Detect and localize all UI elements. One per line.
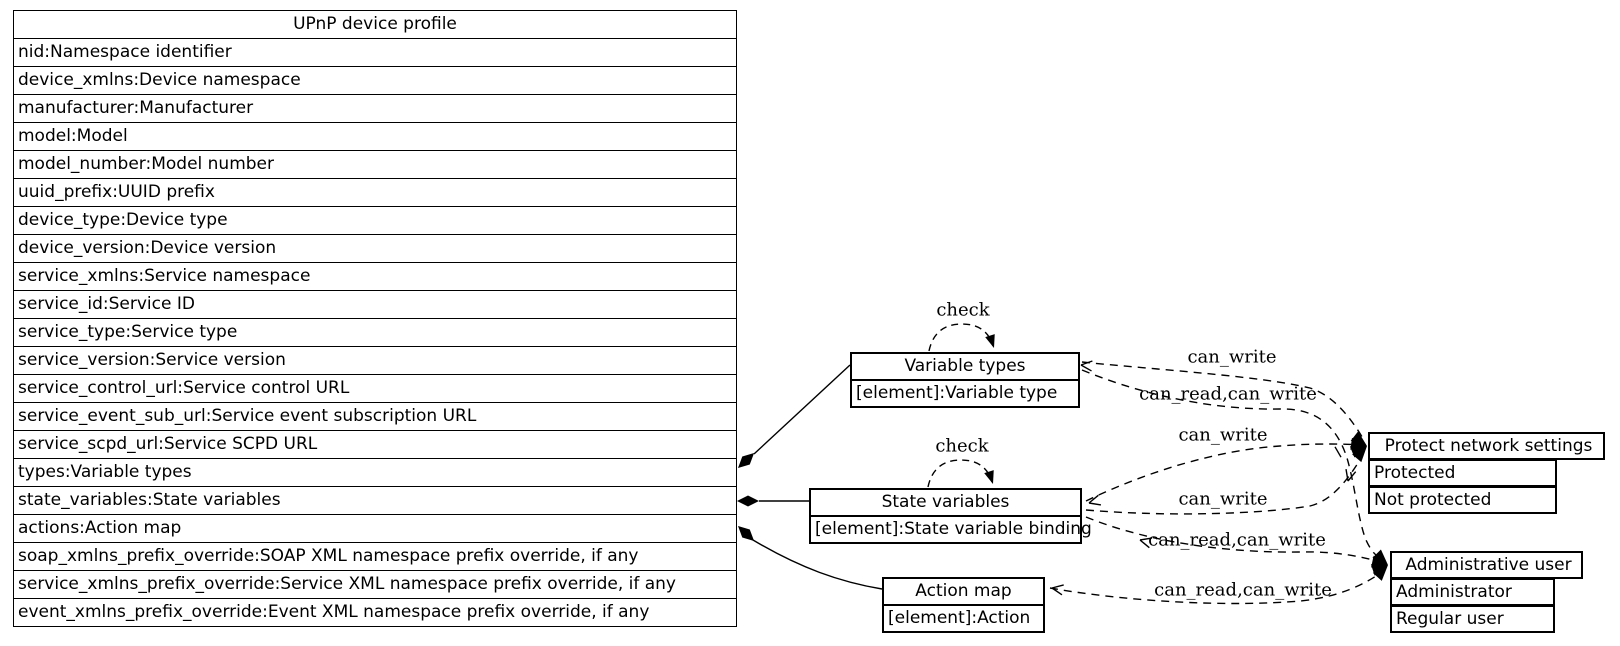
edge-label-sv-protect-1: can_write <box>1178 424 1268 446</box>
table-row: manufacturer:Manufacturer <box>14 94 736 122</box>
table-row: service_xmlns_prefix_override:Service XM… <box>14 570 736 598</box>
edge-label-check-state-variables: check <box>935 435 989 457</box>
device-profile-table-title: UPnP device profile <box>293 14 457 34</box>
action-map-title: Action map <box>884 579 1043 606</box>
check-loop-variable-types <box>928 323 994 352</box>
edge-label-vt-protect: can_write <box>1187 346 1277 368</box>
protect-option-not-protected: Not protected <box>1368 486 1557 514</box>
device-profile-table: UPnP device profile nid:Namespace identi… <box>13 10 737 627</box>
table-row: soap_xmlns_prefix_override:SOAP XML name… <box>14 542 736 570</box>
link-actions-to-action-map <box>752 539 883 590</box>
table-row: service_event_sub_url:Service event subs… <box>14 402 736 430</box>
admin-option-administrator: Administrator <box>1390 578 1555 606</box>
table-row: device_xmlns:Device namespace <box>14 66 736 94</box>
administrative-user-header: Administrative user <box>1390 551 1583 579</box>
variable-types-element-row: [element]:Variable type <box>856 383 1058 403</box>
edge-label-check-variable-types: check <box>936 299 990 321</box>
table-row: nid:Namespace identifier <box>14 38 736 66</box>
table-row: service_type:Service type <box>14 318 736 346</box>
state-variables-element-row: [element]:State variable binding <box>815 519 1092 539</box>
link-types-to-variable-types <box>753 364 851 455</box>
state-variables-title: State variables <box>811 490 1080 517</box>
table-row: event_xmlns_prefix_override:Event XML na… <box>14 598 736 626</box>
admin-option-regular-user: Regular user <box>1390 605 1555 633</box>
table-row-state-variables: state_variables:State variables <box>14 486 736 514</box>
edge-label-vt-admin: can_read,can_write <box>1139 383 1317 405</box>
check-loop-state-variables <box>927 459 993 488</box>
table-row: model:Model <box>14 122 736 150</box>
edge-label-am-admin: can_read,can_write <box>1154 579 1332 601</box>
table-row: service_scpd_url:Service SCPD URL <box>14 430 736 458</box>
table-row: model_number:Model number <box>14 150 736 178</box>
table-row-types: types:Variable types <box>14 458 736 486</box>
variable-types-node: Variable types [element]:Variable type <box>850 352 1080 408</box>
state-variables-node: State variables [element]:State variable… <box>809 488 1092 544</box>
action-map-element-row: [element]:Action <box>888 608 1031 628</box>
table-row: device_type:Device type <box>14 206 736 234</box>
table-row-actions: actions:Action map <box>14 514 736 542</box>
variable-types-title: Variable types <box>852 354 1078 381</box>
action-map-node: Action map [element]:Action <box>882 577 1045 633</box>
table-row: uuid_prefix:UUID prefix <box>14 178 736 206</box>
protect-network-settings-header: Protect network settings <box>1368 432 1605 460</box>
protect-option-protected: Protected <box>1368 459 1557 487</box>
table-row: service_control_url:Service control URL <box>14 374 736 402</box>
table-row: service_xmlns:Service namespace <box>14 262 736 290</box>
table-row: service_id:Service ID <box>14 290 736 318</box>
table-row: service_version:Service version <box>14 346 736 374</box>
edge-label-sv-protect-2: can_write <box>1178 488 1268 510</box>
table-row: device_version:Device version <box>14 234 736 262</box>
edge-label-sv-admin: can_read,can_write <box>1148 529 1326 551</box>
